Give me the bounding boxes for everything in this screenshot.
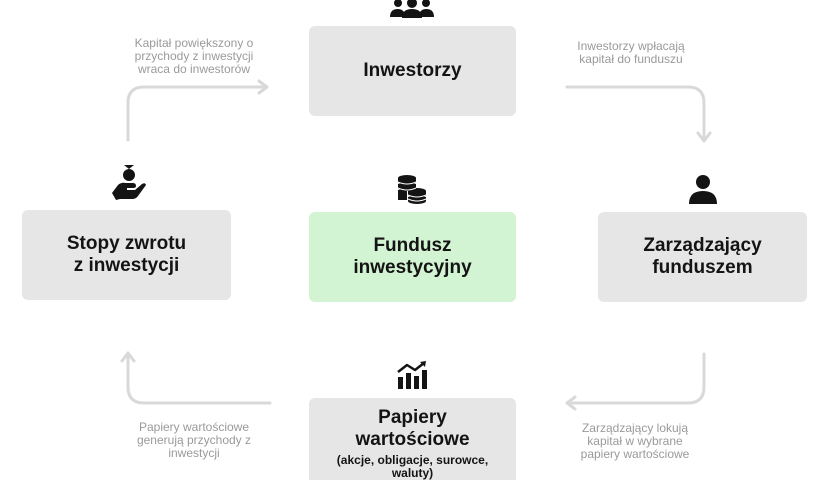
note-line: Kapitał powiększony o — [134, 36, 254, 50]
returns-label-line-1: Stopy zwrotu — [66, 233, 187, 254]
hand-coin-icon — [112, 165, 146, 200]
note-line: Zarządzający lokują — [581, 421, 689, 435]
note-line: papiery wartościowe — [580, 447, 690, 461]
arrowhead-securities-to-returns — [120, 351, 136, 363]
manager-label-line-1: Zarządzający — [643, 235, 762, 256]
fund-label-line-1: Fundusz — [373, 235, 452, 256]
note-capital-returns-to-investors: Kapitał powiększony o przychody z inwest… — [108, 37, 280, 76]
securities-sublabel-line-2: waluty) — [391, 466, 434, 480]
securities-sublabel-line-1: (akcje, obligacje, surowce, — [336, 453, 489, 467]
bar-chart-trend-icon — [397, 361, 427, 389]
investors-box: Inwestorzy — [309, 26, 516, 116]
note-line: Papiery wartościowe — [138, 420, 250, 434]
note-investors-pay-capital: Inwestorzy wpłacają kapitał do funduszu — [548, 40, 714, 66]
note-manager-invests-capital: Zarządzający lokują kapitał w wybrane pa… — [552, 422, 718, 461]
note-line: generują przychody z — [136, 433, 252, 447]
securities-label-line-2: wartościowe — [355, 429, 470, 450]
arrowhead-returns-to-investors — [257, 79, 269, 95]
arrowhead-investors-to-manager — [696, 131, 712, 143]
securities-label-line-1: Papiery — [378, 407, 447, 428]
securities-box: Papiery wartościowe (akcje, obligacje, s… — [309, 398, 516, 480]
note-line: kapitał do funduszu — [579, 52, 683, 66]
note-line: kapitał w wybrane — [587, 434, 683, 448]
investors-label: Inwestorzy — [363, 60, 462, 81]
arrow-manager-to-securities — [566, 352, 706, 405]
note-securities-generate-income: Papiery wartościowe generują przychody z… — [114, 421, 274, 460]
arrow-investors-to-manager — [565, 85, 706, 142]
fund-box: Fundusz inwestycyjny — [309, 212, 516, 302]
arrow-securities-to-returns — [126, 352, 272, 405]
coins-stack-icon — [397, 175, 427, 204]
returns-box: Stopy zwrotu z inwestycji — [22, 210, 231, 300]
note-line: przychody z inwestycji — [134, 49, 254, 63]
arrowhead-manager-to-securities — [565, 395, 577, 411]
manager-box: Zarządzający funduszem — [598, 212, 807, 302]
fund-label-line-2: inwestycyjny — [353, 257, 472, 278]
person-icon — [689, 175, 717, 204]
note-line: inwestycji — [168, 446, 220, 460]
note-line: Inwestorzy wpłacają — [577, 39, 685, 53]
note-line: wraca do inwestorów — [137, 62, 251, 76]
arrow-returns-to-investors — [126, 85, 268, 142]
manager-label-line-2: funduszem — [652, 257, 753, 278]
people-group-icon — [390, 0, 434, 18]
returns-label-line-2: z inwestycji — [73, 255, 180, 276]
